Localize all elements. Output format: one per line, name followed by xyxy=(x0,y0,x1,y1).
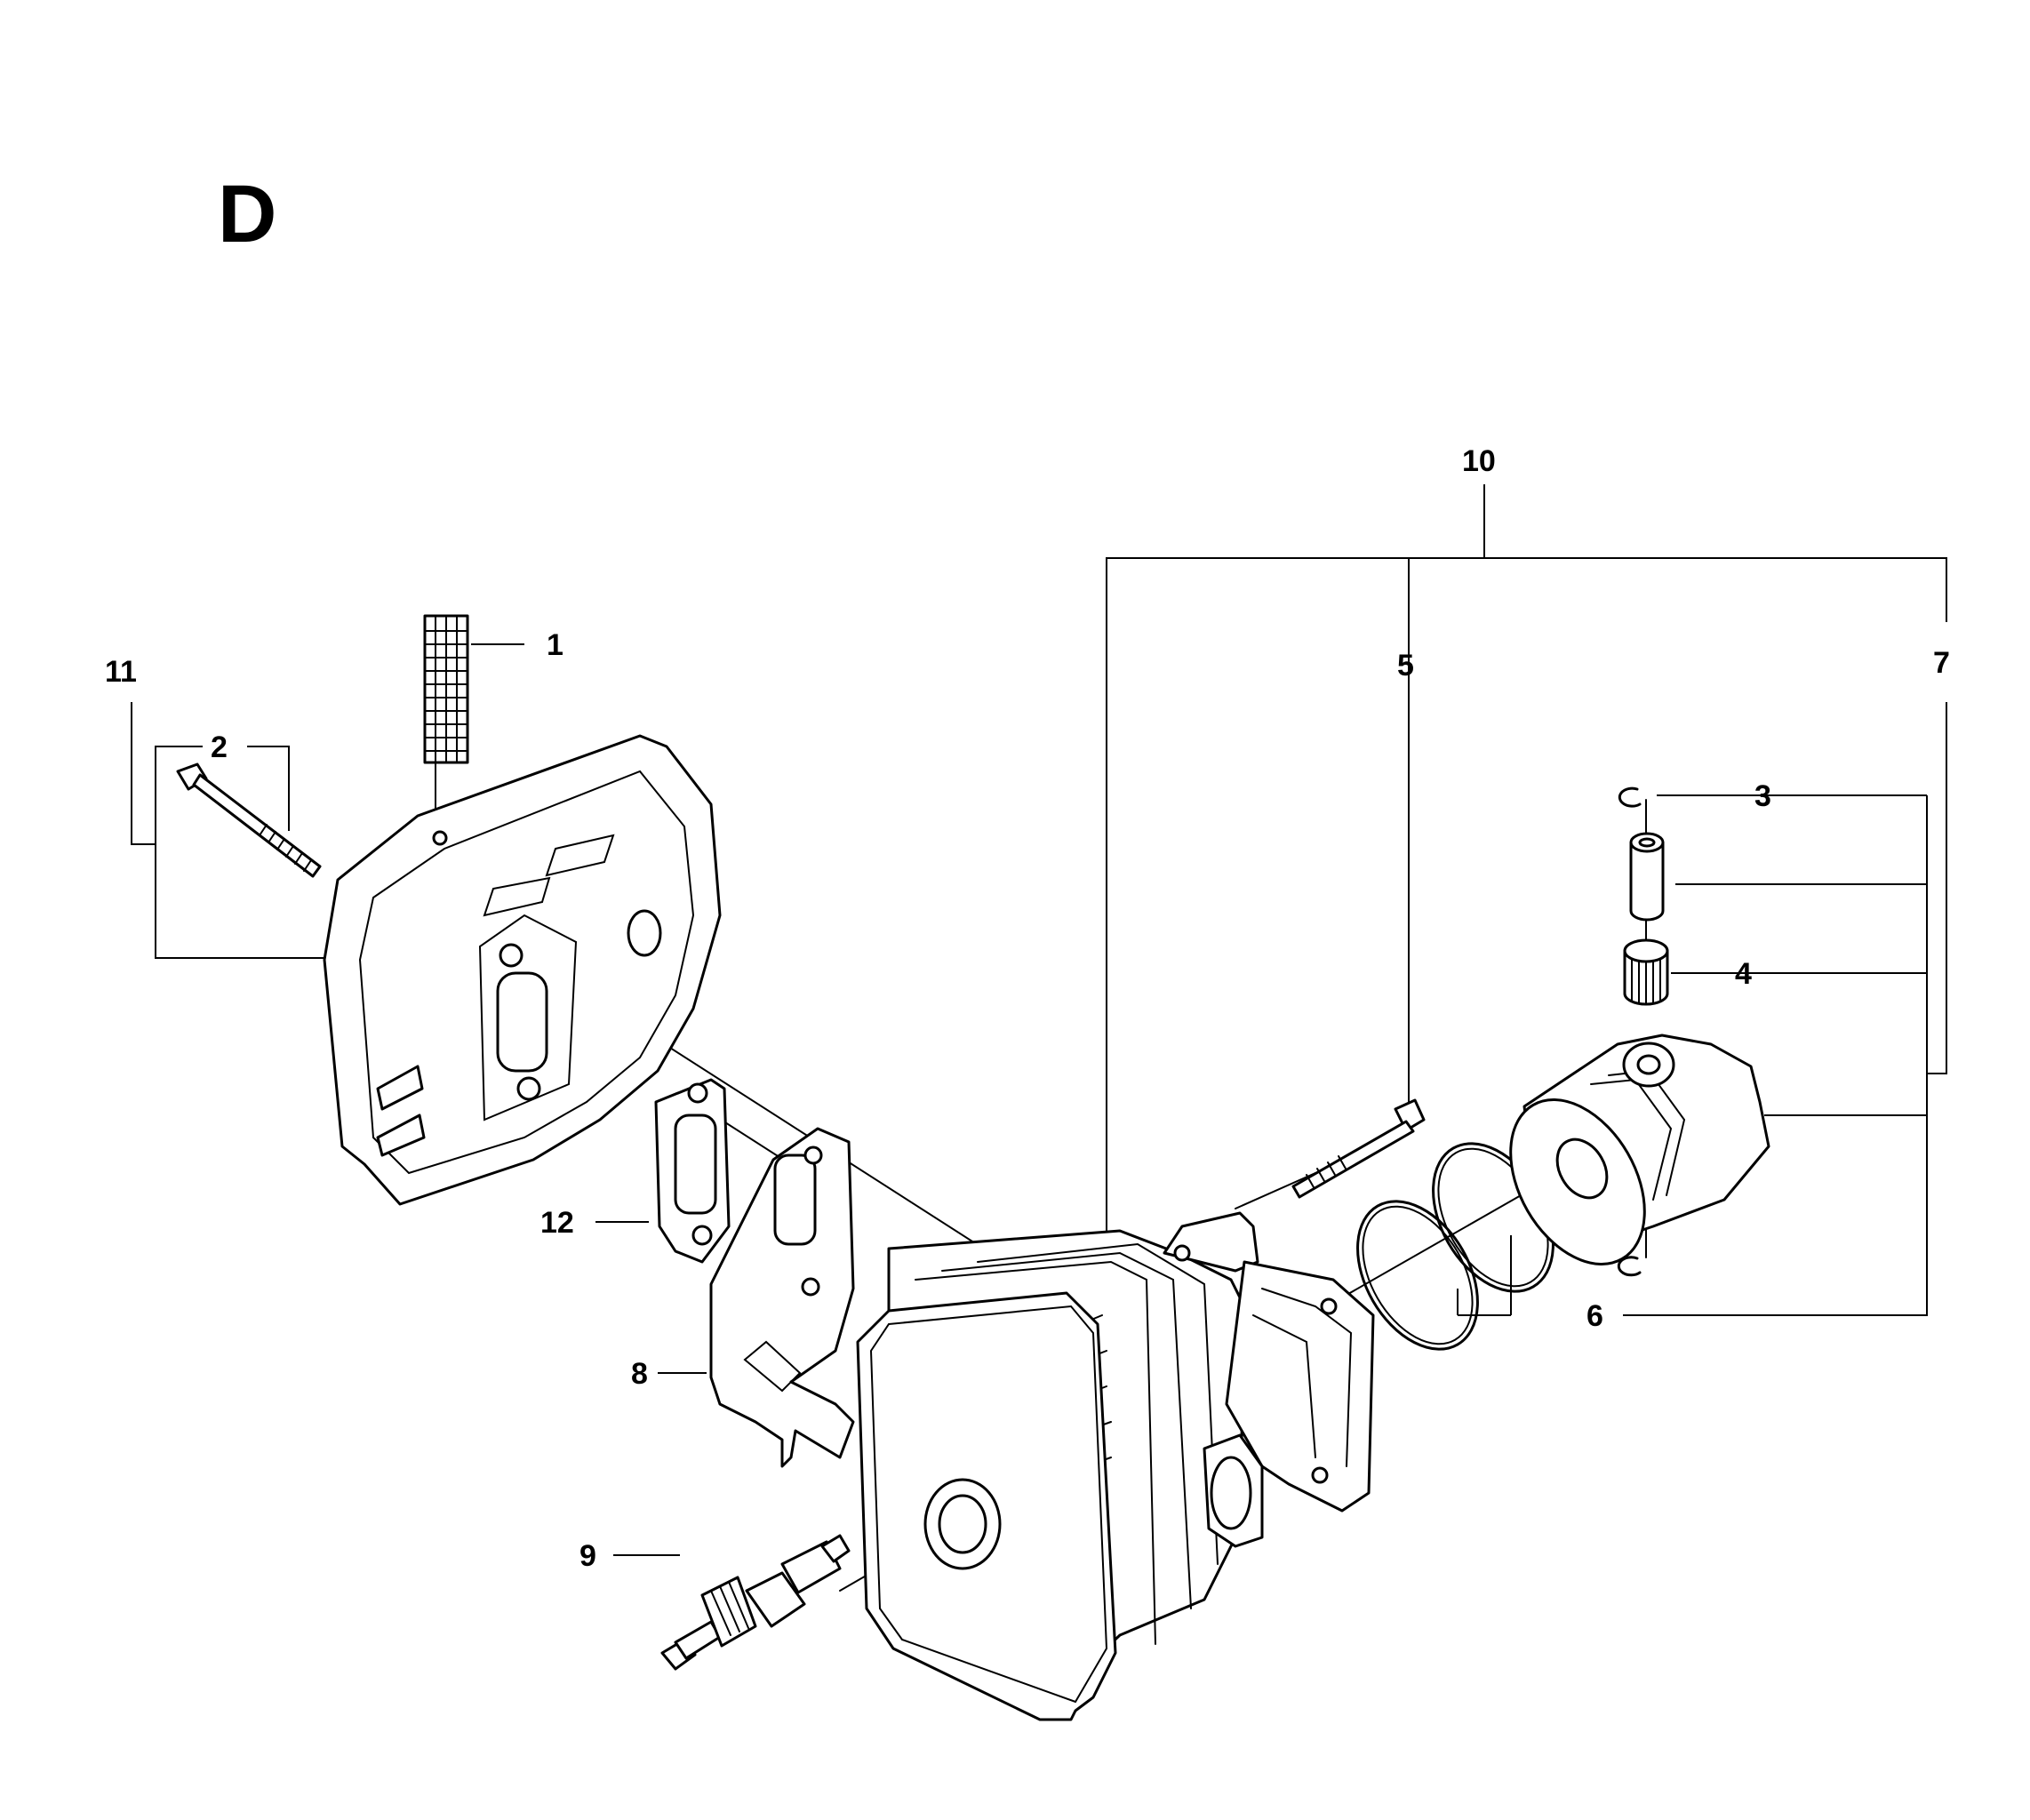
callout-1: 1 xyxy=(547,628,563,662)
cylinder-screw xyxy=(1291,1098,1426,1199)
muffler xyxy=(323,734,722,1206)
callout-labels: 1 2 3 4 5 6 7 8 9 10 11 12 xyxy=(105,444,1950,1573)
callout-7: 7 xyxy=(1933,646,1950,680)
spark-arrestor-screen xyxy=(423,614,469,764)
piston-pin-circlip-bottom xyxy=(1617,1256,1642,1277)
section-label: D xyxy=(218,169,276,259)
spark-plug xyxy=(660,1534,851,1671)
piston xyxy=(1509,1034,1770,1265)
needle-bearing xyxy=(1623,938,1669,1006)
callout-4: 4 xyxy=(1735,957,1752,991)
muffler-bolt xyxy=(176,762,322,878)
piston-pin-circlip-top xyxy=(1618,786,1642,808)
callout-9: 9 xyxy=(579,1539,596,1573)
callout-8: 8 xyxy=(631,1357,648,1391)
callout-3: 3 xyxy=(1754,779,1771,813)
callout-12: 12 xyxy=(540,1206,574,1240)
callout-11: 11 xyxy=(105,655,137,689)
callout-6: 6 xyxy=(1586,1299,1603,1333)
callout-5: 5 xyxy=(1397,649,1414,682)
piston-pin xyxy=(1629,832,1665,922)
muffler-gasket xyxy=(654,1078,731,1264)
callout-2: 2 xyxy=(211,730,228,764)
callout-10: 10 xyxy=(1462,444,1496,478)
cylinder xyxy=(856,1211,1375,1721)
cylinder-bracket xyxy=(709,1127,855,1468)
